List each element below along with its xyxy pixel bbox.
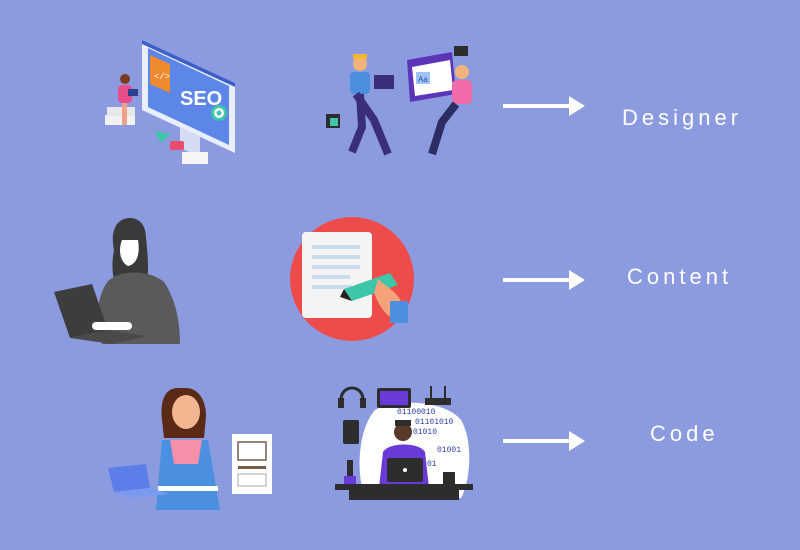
binary-line-1: 01100010 — [397, 408, 436, 417]
woman-wireframe-illustration — [108, 388, 272, 510]
seo-text: SEO — [180, 88, 222, 110]
binary-line-5: 01 — [427, 460, 437, 469]
developer-illustration: 01100010 01101010 01010 01001 01 — [335, 386, 473, 500]
label-code: Code — [650, 421, 719, 446]
woman-laptop-illustration — [54, 218, 180, 344]
binary-line-2: 01101010 — [415, 418, 454, 427]
row-code: 01100010 01101010 01010 01001 01 Code — [0, 350, 800, 550]
document-edit-icon — [290, 217, 414, 341]
seo-monitor-illustration: </> SEO — [105, 40, 235, 164]
label-designer: Designer — [622, 105, 743, 130]
arrow-right-icon — [503, 96, 585, 116]
label-content: Content — [627, 264, 733, 289]
arrow-right-icon — [503, 270, 585, 290]
code-tag-icon: </> — [154, 72, 170, 82]
font-sample-text: Aa — [418, 75, 428, 84]
arrow-right-icon — [503, 431, 585, 451]
row-designer: </> SEO Aa — [0, 0, 800, 180]
binary-line-3: 01010 — [413, 428, 437, 437]
row-content: Content — [0, 180, 800, 350]
binary-line-4: 01001 — [437, 446, 461, 455]
designers-illustration: Aa — [326, 46, 472, 156]
